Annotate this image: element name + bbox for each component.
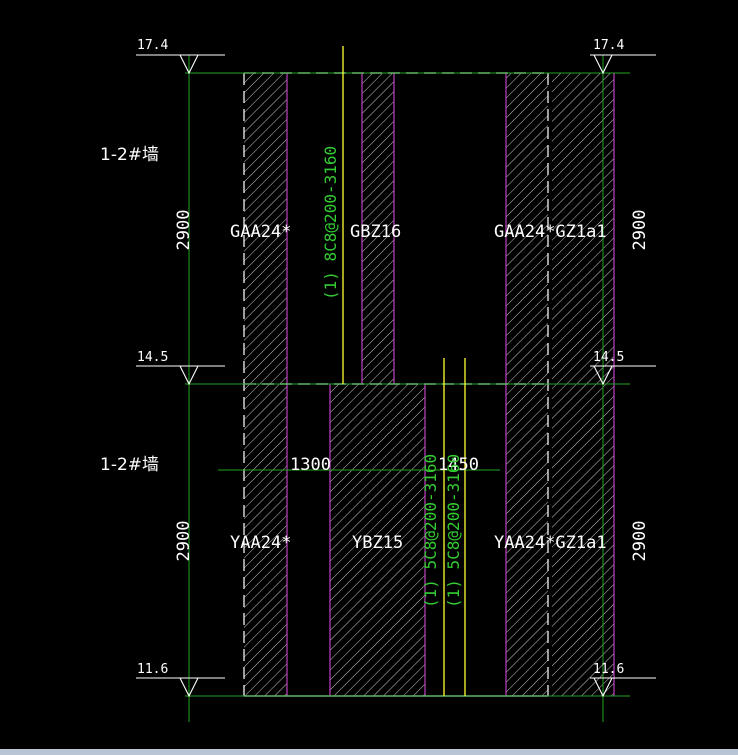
dim-left-lower: 2900 bbox=[174, 521, 194, 562]
component-upper-left: GAA24* bbox=[230, 222, 291, 242]
horizontal-dimensions: 1300 1450 bbox=[290, 455, 479, 475]
story-dimensions: 2900 2900 2900 2900 bbox=[174, 210, 650, 562]
elevation-labels: 17.4 14.5 11.6 17.4 14.5 11.6 bbox=[137, 38, 624, 677]
component-lower-center: YBZ15 bbox=[352, 533, 403, 553]
column-center-upper-hatch bbox=[362, 73, 394, 384]
dim-1300: 1300 bbox=[290, 455, 331, 475]
column-center-lower-hatch bbox=[330, 384, 425, 696]
wall-label-upper: 1-2#墙 bbox=[100, 145, 159, 165]
dim-right-lower: 2900 bbox=[630, 521, 650, 562]
elevation-label-mid-left: 14.5 bbox=[137, 350, 168, 365]
elevation-label-top-right: 17.4 bbox=[593, 38, 624, 53]
dim-right-upper: 2900 bbox=[630, 210, 650, 251]
window-bottom-strip bbox=[0, 749, 738, 755]
rebar-lines bbox=[342, 46, 466, 696]
rebar-label-lower-a: (1) 5C8@200-3160 bbox=[421, 454, 440, 608]
dim-left-upper: 2900 bbox=[174, 210, 194, 251]
component-upper-right: GAA24*GZ1a1 bbox=[494, 222, 607, 242]
rebar-label-lower-b: (1) 5C8@200-3160 bbox=[444, 454, 463, 608]
rebar-label-upper: (1) 8C8@200-3160 bbox=[321, 146, 340, 300]
component-lower-left: YAA24* bbox=[230, 533, 291, 553]
component-lower-right: YAA24*GZ1a1 bbox=[494, 533, 607, 553]
green-axes bbox=[185, 55, 630, 722]
rebar-labels: (1) 8C8@200-3160 (1) 5C8@200-3160 (1) 5C… bbox=[321, 146, 463, 608]
dim-1450: 1450 bbox=[438, 455, 479, 475]
elevation-label-bottom-right: 11.6 bbox=[593, 662, 624, 677]
elevation-label-top-left: 17.4 bbox=[137, 38, 168, 53]
component-upper-center: GBZ16 bbox=[350, 222, 401, 242]
elevation-label-bottom-left: 11.6 bbox=[137, 662, 168, 677]
elevation-markers bbox=[136, 54, 656, 698]
component-labels: GAA24* GBZ16 GAA24*GZ1a1 YAA24* YBZ15 YA… bbox=[230, 222, 607, 553]
elevation-label-mid-right: 14.5 bbox=[593, 350, 624, 365]
wall-label-lower: 1-2#墙 bbox=[100, 455, 159, 475]
wall-labels: 1-2#墙 1-2#墙 bbox=[100, 145, 159, 475]
